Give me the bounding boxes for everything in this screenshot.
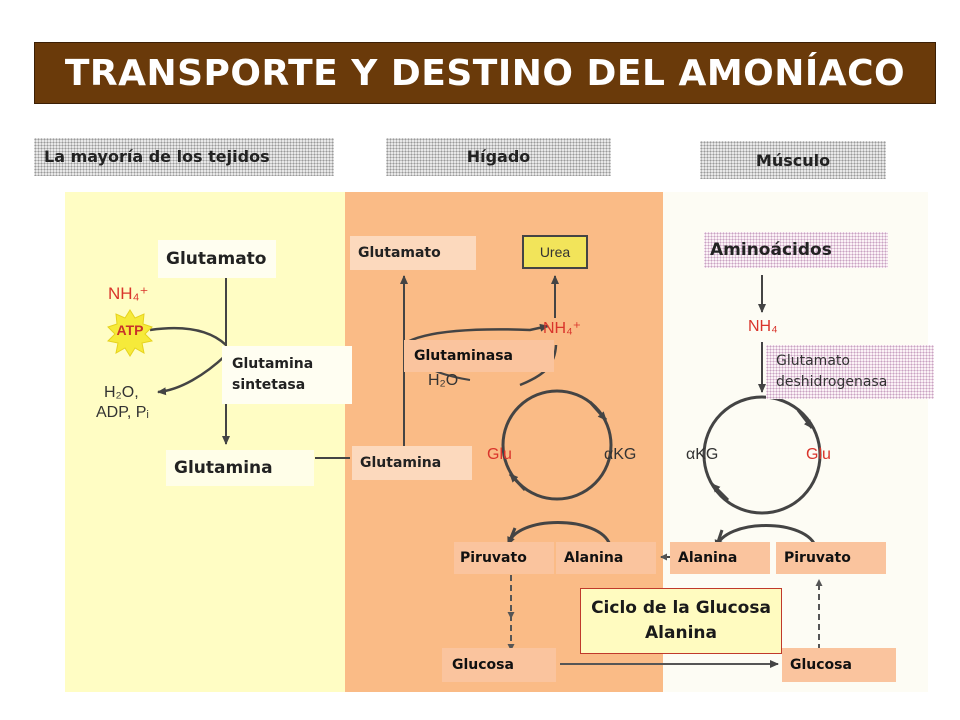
aminoacids-box: Aminoácidos	[704, 232, 888, 268]
muscle-nh4-label: NH₄	[748, 318, 778, 335]
liver-glutamato-label: Glutamato	[358, 245, 441, 261]
liver-glutamina-box: Glutamina	[352, 446, 472, 480]
header-muscle: Músculo	[700, 141, 886, 179]
muscle-glucose-box: Glucosa	[782, 648, 896, 682]
liver-nh4-label: NH₄⁺	[543, 320, 582, 337]
glutaminase-box: Glutaminasa	[404, 340, 554, 372]
tissues-adp-label: ADP, Pᵢ	[96, 404, 149, 421]
atp-star-shape	[106, 309, 154, 357]
liver-alanine-box: Alanina	[556, 542, 656, 574]
glutamine-synthetase-box: Glutamina sintetasa	[222, 346, 352, 404]
urea-box: Urea	[522, 235, 588, 269]
liver-glu-label: Glu	[487, 446, 512, 463]
arrow-h2o-out	[157, 354, 227, 396]
liver-cycle-circle	[501, 389, 613, 501]
liver-glucose-label: Glucosa	[452, 657, 514, 673]
arrow-glutaminase-reaction	[403, 323, 549, 346]
liver-glutamato-box: Glutamato	[350, 236, 476, 270]
liver-h2o-label: H₂O	[428, 372, 459, 389]
glutamate-dehydrogenase-line2: deshidrogenasa	[776, 374, 888, 390]
liver-glutamina-label: Glutamina	[360, 455, 442, 471]
liver-lower-arc	[506, 521, 612, 546]
tissues-glutamato-label: Glutamato	[166, 249, 267, 269]
muscle-akg-label: αKG	[686, 446, 719, 463]
liver-alanine-label: Alanina	[564, 550, 624, 566]
header-liver-label: Hígado	[466, 147, 531, 166]
liver-glucose-box: Glucosa	[442, 648, 556, 682]
muscle-glucose-label: Glucosa	[790, 657, 852, 673]
muscle-glu-label: Glu	[806, 446, 831, 463]
atp-icon: ATP	[110, 322, 150, 338]
tissues-nh4-label: NH₄⁺	[108, 284, 149, 303]
liver-cycle-arrow-top	[588, 401, 608, 421]
header-muscle-label: Músculo	[755, 151, 831, 170]
muscle-cycle-arrow-right	[796, 409, 814, 429]
tissues-glutamato-box: Glutamato	[158, 240, 276, 278]
liver-cycle-arrow-bottom	[508, 472, 527, 492]
atp-label: ATP	[116, 322, 144, 338]
page-title: TRANSPORTE Y DESTINO DEL AMONÍACO	[34, 42, 936, 104]
urea-label: Urea	[539, 244, 571, 260]
liver-akg-label: αKG	[604, 446, 637, 463]
muscle-cycle-arrow-left	[710, 482, 730, 502]
muscle-alanine-box: Alanina	[670, 542, 770, 574]
glutaminase-label: Glutaminasa	[414, 348, 513, 364]
muscle-pyruvate-box: Piruvato	[776, 542, 886, 574]
glucose-alanine-cycle-box: Ciclo de la Glucosa Alanina	[580, 588, 782, 654]
header-liver: Hígado	[386, 138, 611, 176]
glutamine-synthetase-line1: Glutamina	[232, 356, 314, 372]
muscle-pyruvate-label: Piruvato	[784, 550, 851, 566]
muscle-lower-arc	[714, 524, 818, 549]
aminoacids-label: Aminoácidos	[710, 240, 832, 260]
tissues-glutamina-label: Glutamina	[174, 458, 273, 478]
glutamine-synthetase-line2: sintetasa	[232, 377, 306, 393]
arrow-atp-in	[149, 326, 227, 346]
muscle-cycle-circle	[702, 395, 822, 515]
cycle-label-line1: Ciclo de la Glucosa	[591, 598, 771, 618]
glutamate-dehydrogenase-line1: Glutamato	[776, 353, 850, 369]
glutamate-dehydrogenase-box: Glutamato deshidrogenasa	[766, 345, 934, 399]
tissues-glutamina-box: Glutamina	[166, 450, 314, 486]
liver-pyruvate-label: Piruvato	[460, 550, 527, 566]
header-tissues: La mayoría de los tejidos	[34, 138, 334, 176]
header-tissues-label: La mayoría de los tejidos	[44, 147, 270, 166]
muscle-alanine-label: Alanina	[678, 550, 738, 566]
liver-pyruvate-box: Piruvato	[454, 542, 554, 574]
cycle-label-line2: Alanina	[645, 623, 717, 643]
tissues-h2o-label: H₂O,	[104, 384, 139, 401]
